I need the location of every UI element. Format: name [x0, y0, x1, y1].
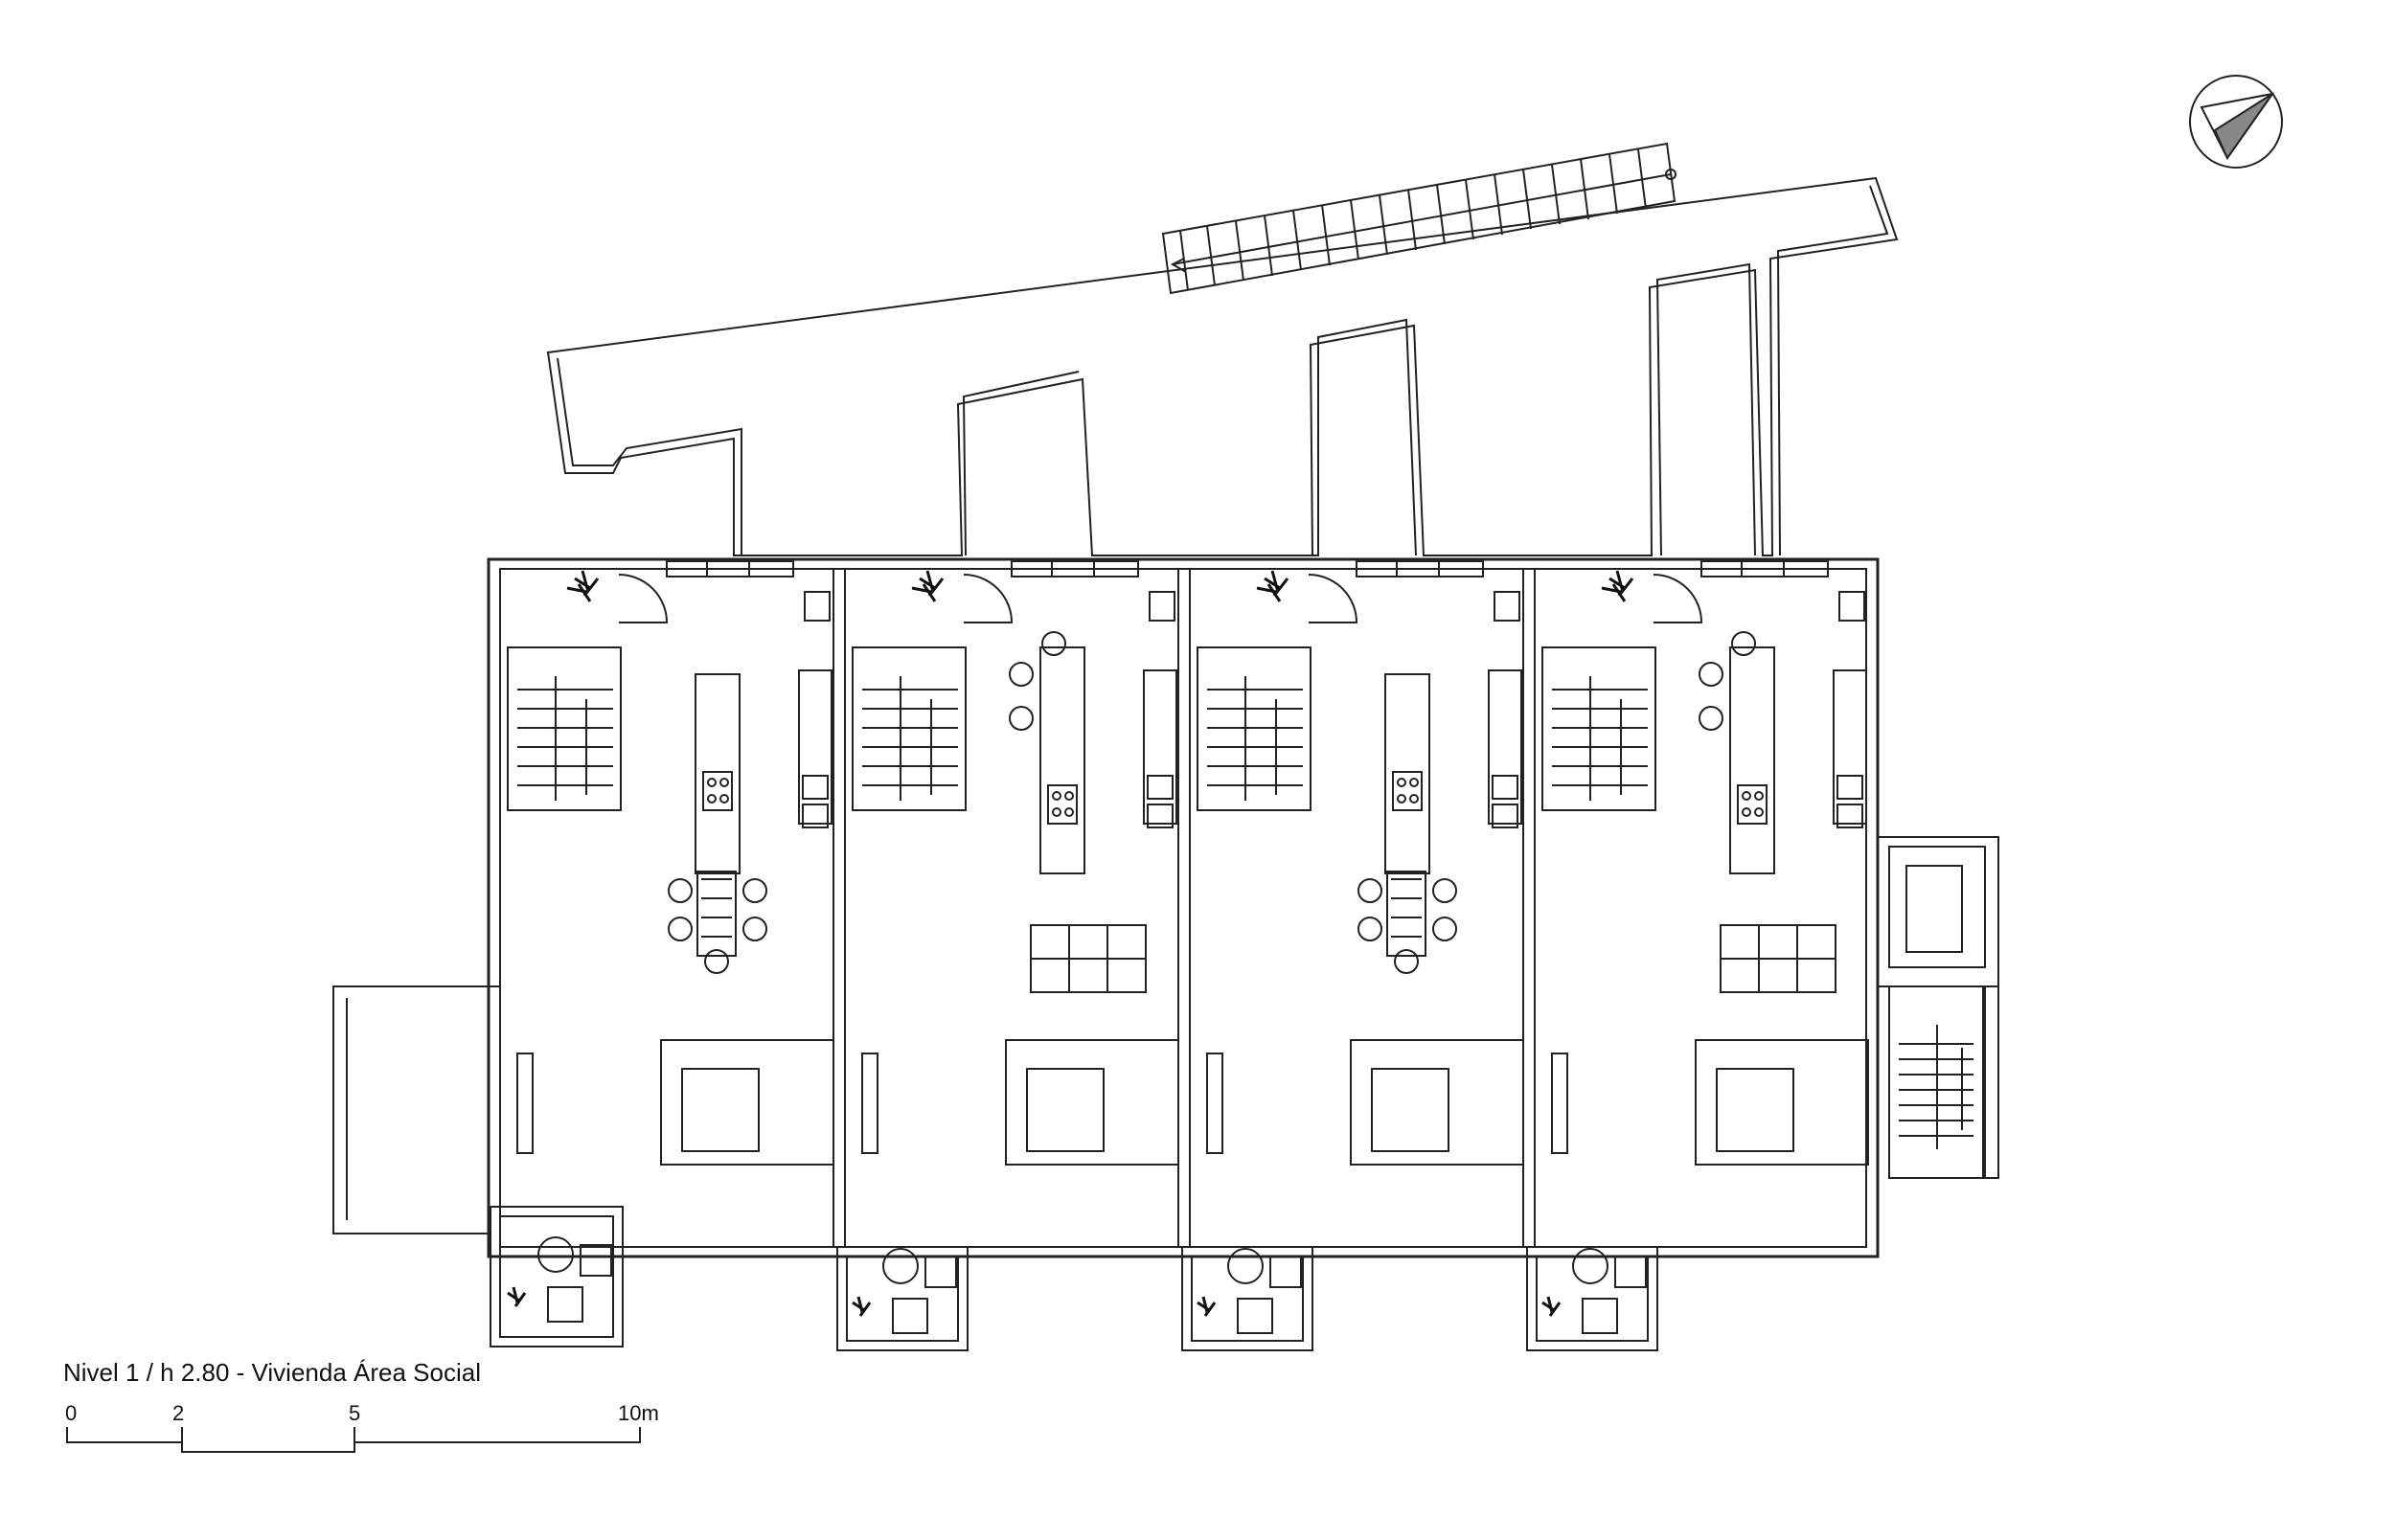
- front-glazing: [632, 560, 1866, 1257]
- unit-2: [852, 591, 1179, 1166]
- terrace-outline-inner: [557, 185, 1889, 556]
- unit-4: [1541, 591, 1869, 1166]
- scale-tick-10m: 10m: [618, 1401, 659, 1425]
- unit-3: [1197, 591, 1524, 1166]
- entry-doors: [618, 574, 1703, 623]
- scale-tick-2: 2: [172, 1401, 185, 1425]
- scale-tick-5: 5: [349, 1401, 361, 1425]
- scale-tick-0: 0: [65, 1401, 78, 1425]
- balconies: [490, 1206, 1658, 1351]
- balcony-furniture: [537, 1236, 1647, 1334]
- building-inner-wall: [499, 568, 1867, 1248]
- dining-chairs: [668, 631, 1756, 974]
- plan-caption: Nivel 1 / h 2.80 - Vivienda Área Social: [63, 1358, 481, 1387]
- stair-ramp: [1161, 142, 1676, 295]
- unit-1: [507, 591, 834, 1166]
- right-annex: [1877, 836, 1999, 1179]
- north-arrow-icon: [2189, 75, 2283, 169]
- plant-icons: [507, 570, 1634, 1317]
- party-walls: [833, 569, 1536, 1247]
- left-annex: [332, 985, 500, 1234]
- scale-bar: [66, 1427, 641, 1453]
- terrace-outline: [546, 176, 1899, 556]
